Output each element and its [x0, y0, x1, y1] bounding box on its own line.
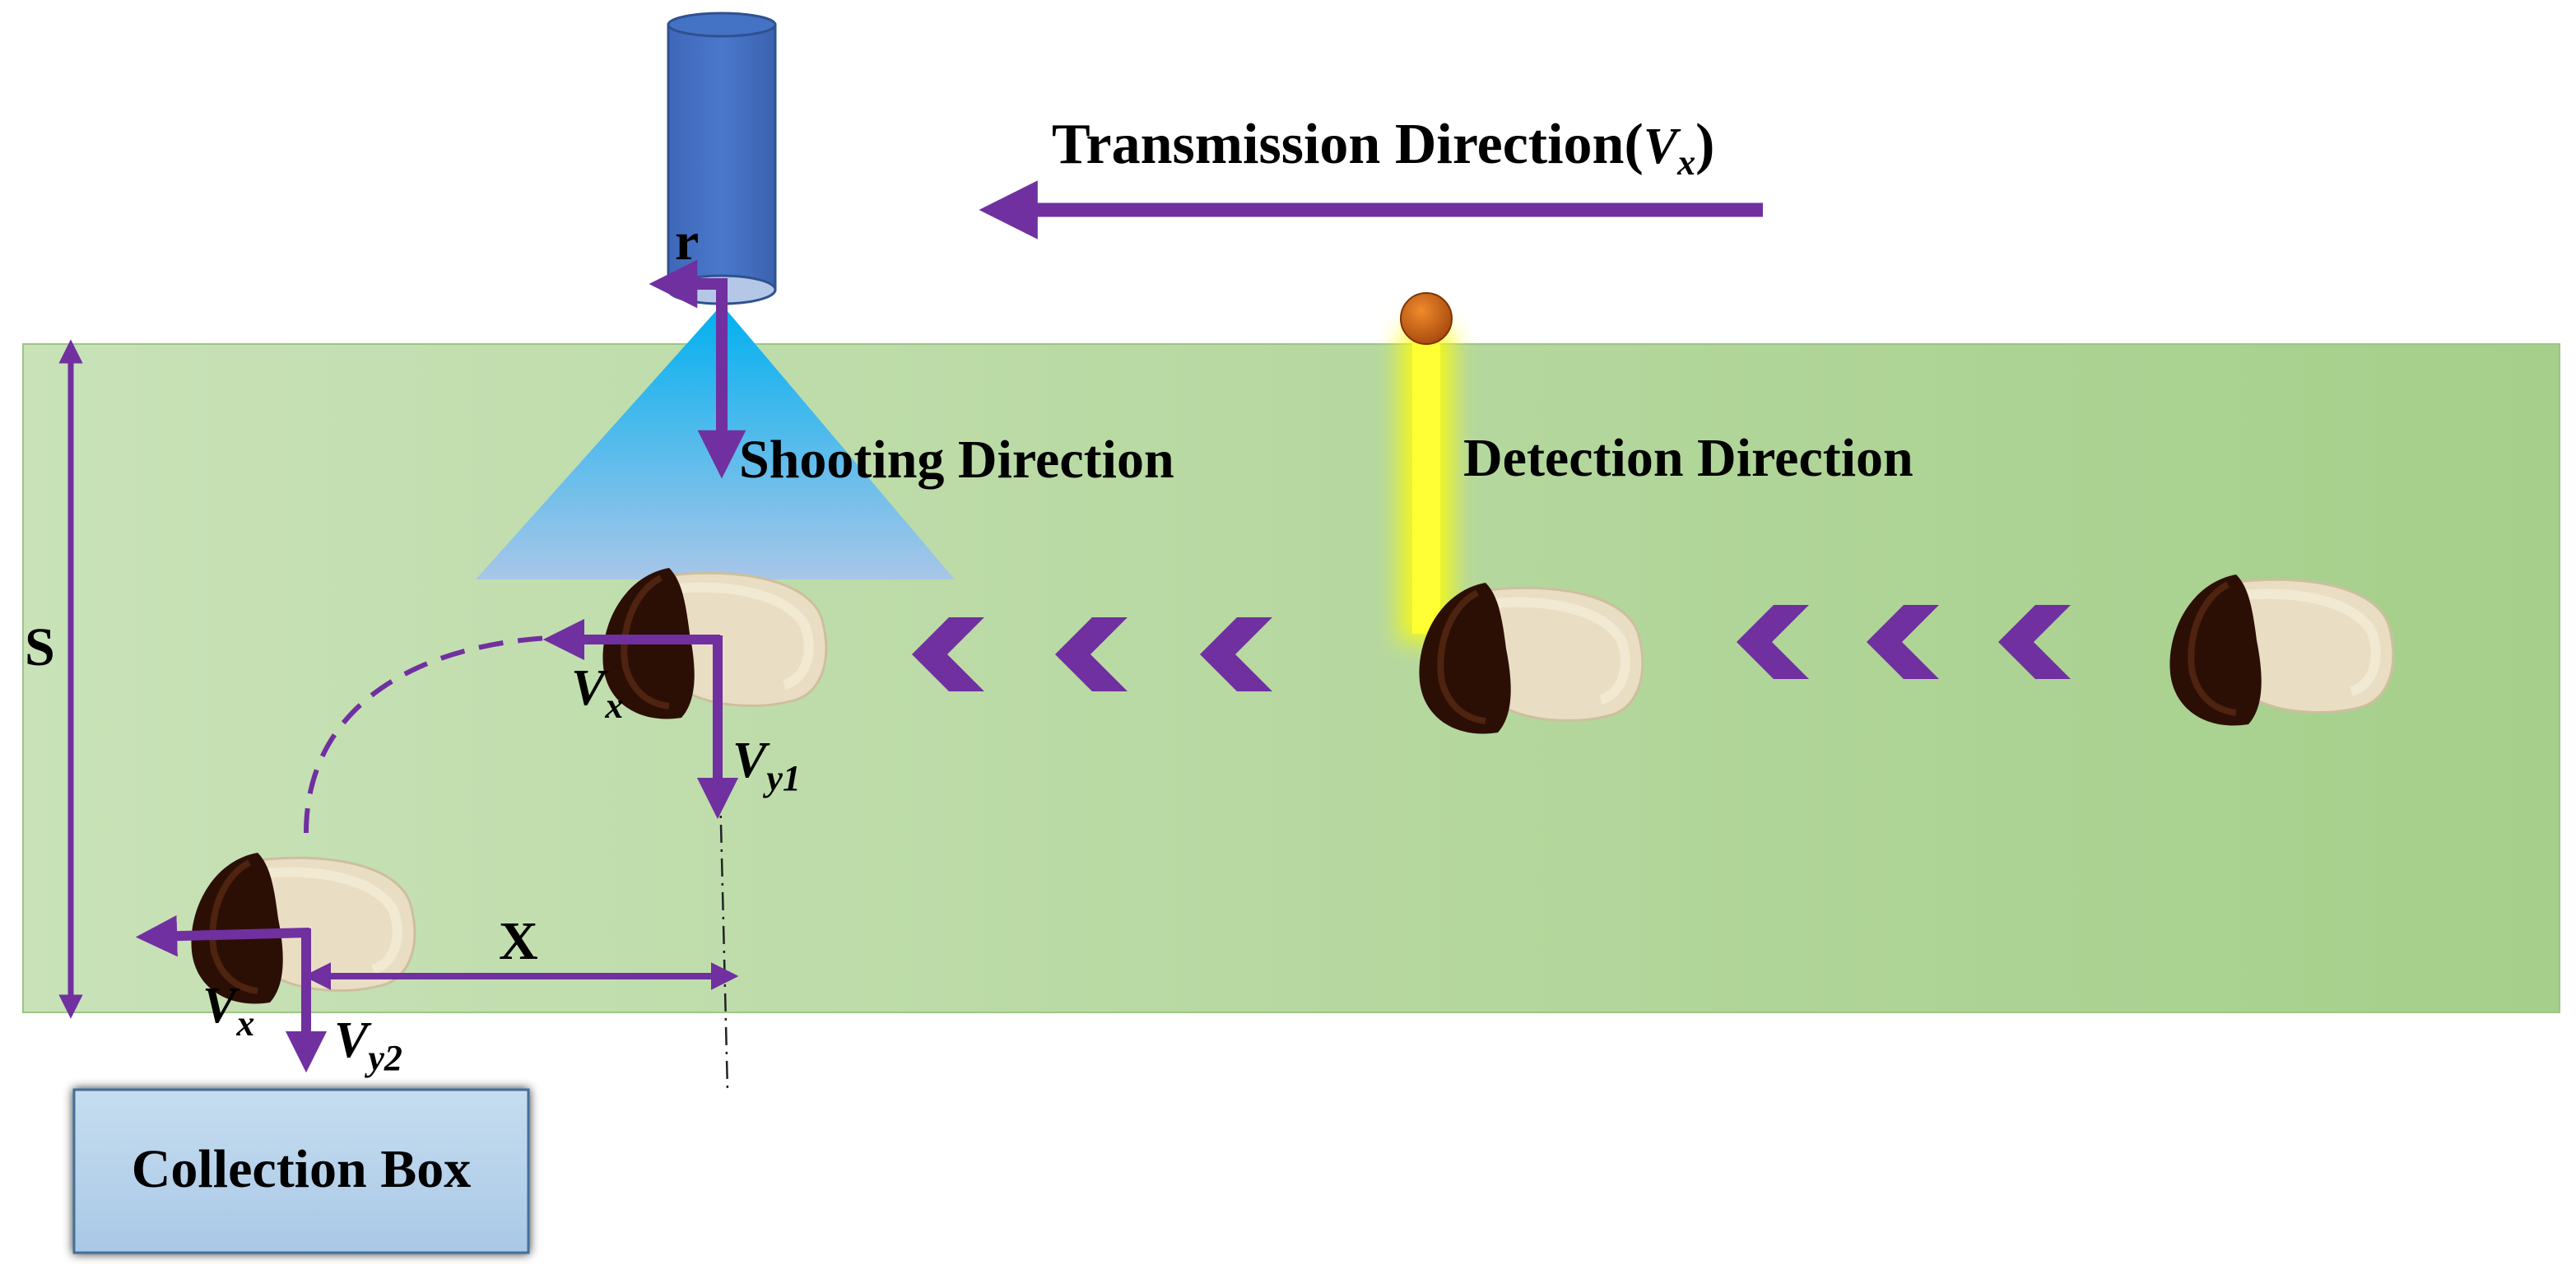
reference-line: [718, 756, 729, 1091]
collection-box-label: Collection Box: [132, 1139, 471, 1199]
x-label: X: [499, 911, 538, 971]
conveyor-belt: [22, 343, 2560, 1013]
collection-box-icon: [72, 1088, 530, 1254]
vx-label: Vx: [571, 660, 623, 726]
vy2-label: Vy2: [334, 1012, 402, 1078]
radius-label: r: [675, 212, 699, 272]
vx-arrow: [135, 915, 310, 957]
shooting-direction-label: Shooting Direction: [739, 430, 1174, 490]
mushroom-icon: [2169, 575, 2392, 725]
vy1-label: Vy1: [732, 733, 801, 798]
s-label: S: [25, 617, 55, 677]
transmission-label: Transmission Direction(Vx): [1052, 113, 1714, 183]
vx-label: Vx: [202, 978, 254, 1044]
sensor-icon: [1399, 292, 1453, 642]
trajectory-curve: [304, 635, 577, 834]
mushroom-icon: [1419, 583, 1642, 733]
detection-direction-label: Detection Direction: [1463, 428, 1913, 488]
